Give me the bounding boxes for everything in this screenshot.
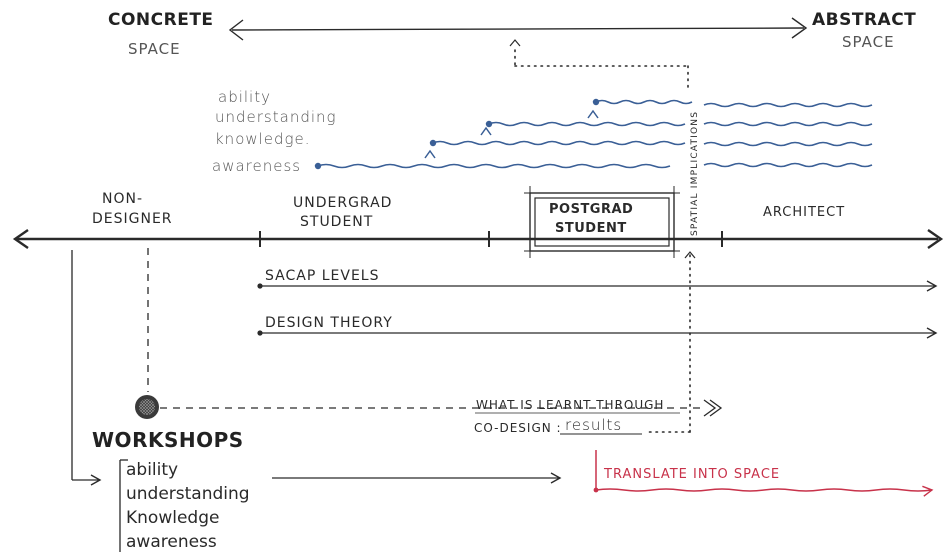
level-label-awareness: awareness [212,157,302,175]
spatial-implications-label: SPATIAL IMPLICATIONS [690,110,700,236]
learnt-results: results [565,416,623,434]
spectrum-arrow [228,17,808,41]
level-label-ability: ability [218,88,271,106]
level-lines [317,99,873,169]
track-dots [257,283,263,336]
workshop-item-awareness: awareness [126,532,217,552]
stage-postgrad-line1: POSTGRAD [549,202,634,217]
up-arrowhead-2 [684,251,696,259]
stage-undergrad-line1: UNDERGRAD [293,195,393,211]
track-lines [260,280,938,339]
workshops-title: WORKSHOPS [92,428,244,452]
level-carets [424,109,599,159]
concrete-label: CONCRETE [108,10,214,30]
abstract-space-label: SPACE [842,33,895,51]
stage-non-designer-line2: DESIGNER [92,211,173,227]
workshop-item-ability: ability [126,460,179,480]
level-label-understanding: understanding [215,108,337,126]
translate-line [595,450,934,497]
concrete-space-label: SPACE [128,40,181,58]
learnt-line2-prefix: CO-DESIGN : [474,421,562,435]
stage-postgrad-line2: STUDENT [555,221,627,236]
workshop-item-understanding: understanding [126,484,250,504]
learnt-line1: WHAT IS LEARNT THROUGH [476,398,665,412]
workshop-connector [71,248,723,552]
level-label-knowledge: knowledge. [215,130,311,148]
stage-undergrad-line2: STUDENT [300,214,374,230]
translate-label: TRANSLATE INTO SPACE [604,467,781,482]
postgrad-box [524,186,680,258]
abstract-label: ABSTRACT [812,10,917,30]
main-timeline [12,229,944,249]
spatial-dotted-connector [514,49,691,433]
up-arrowhead [509,39,521,47]
design-theory-label: DESIGN THEORY [265,315,393,331]
level-dots [314,98,600,170]
sacap-levels-label: SACAP LEVELS [265,268,380,284]
stage-non-designer-line1: NON- [102,191,144,207]
workshop-item-knowledge: Knowledge [126,508,220,528]
stage-architect: ARCHITECT [763,205,846,220]
